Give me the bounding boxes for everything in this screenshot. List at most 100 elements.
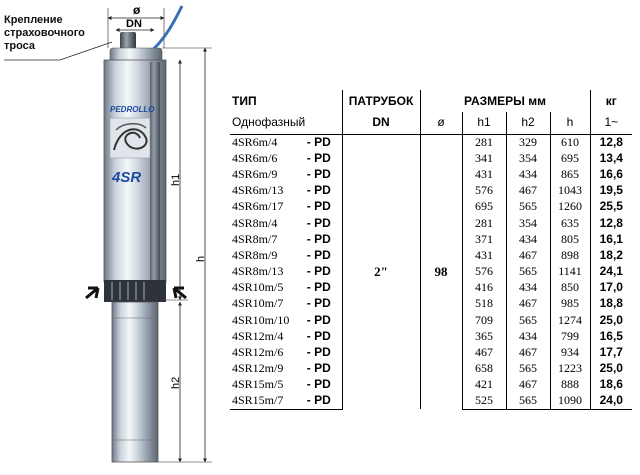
cell-h2: 354 <box>505 150 550 167</box>
cell-h2: 467 <box>505 344 550 361</box>
cell-h1: 365 <box>461 328 506 345</box>
cell-suffix: - PD <box>296 198 343 215</box>
cell-model: 4SR10m/10 <box>232 312 290 327</box>
cell-h1: 525 <box>461 393 506 410</box>
cell-suffix: - PD <box>296 150 343 167</box>
diameter-symbol: ø <box>133 3 141 17</box>
header-outlet-dn: DN <box>342 112 421 135</box>
cell-h1: 518 <box>461 295 506 313</box>
header-diameter: ø <box>420 112 462 135</box>
cell-suffix: - PD <box>296 182 343 199</box>
cell-h2: 467 <box>505 295 550 313</box>
cell-h2: 354 <box>505 214 550 232</box>
header-h: h <box>549 112 591 135</box>
cell-h: 1090 <box>549 393 591 410</box>
cell-h1: 576 <box>461 263 506 280</box>
cell-h1: 431 <box>461 247 506 264</box>
power-cable <box>149 5 184 54</box>
cell-model: 4SR6m/9 <box>232 166 278 181</box>
cell-weight: 19,5 <box>599 183 623 198</box>
table-header-row-2: Однофазный DN ø h1 h2 h 1~ <box>230 112 633 135</box>
brand-logo: PEDROLLO <box>110 105 155 114</box>
cell-suffix: - PD <box>296 134 343 151</box>
cell-suffix: - PD <box>296 263 343 280</box>
cell-h1: 695 <box>461 198 506 215</box>
cell-h1: 416 <box>461 279 506 296</box>
cell-suffix: - PD <box>296 312 343 329</box>
intake-screen <box>104 280 166 302</box>
cell-h: 1043 <box>549 182 591 199</box>
cell-weight: 16,6 <box>599 166 623 181</box>
cell-h: 888 <box>549 376 591 393</box>
cell-suffix: - PD <box>296 214 343 232</box>
inflow-arrow-left <box>85 286 100 300</box>
cell-weight: 18,6 <box>599 377 623 392</box>
cell-h2: 565 <box>505 263 550 280</box>
cell-h1: 421 <box>461 376 506 393</box>
cell-model: 4SR12m/9 <box>232 361 284 376</box>
cell-model: 4SR12m/6 <box>232 345 284 360</box>
cell-h1: 371 <box>461 231 506 248</box>
cell-h2: 467 <box>505 247 550 264</box>
cell-weight: 17,0 <box>599 280 623 295</box>
cell-suffix: - PD <box>296 166 343 183</box>
cell-h: 799 <box>549 328 591 345</box>
cell-weight: 16,5 <box>599 328 623 343</box>
cell-h: 850 <box>549 279 591 296</box>
cell-suffix: - PD <box>296 376 343 393</box>
cell-suffix: - PD <box>296 393 343 410</box>
cell-weight: 25,0 <box>599 312 623 327</box>
cell-model: 4SR8m/7 <box>232 231 278 246</box>
cell-h: 898 <box>549 247 591 264</box>
cell-h2: 329 <box>505 134 550 151</box>
cell-model: 4SR12m/4 <box>232 328 284 343</box>
cell-h2: 434 <box>505 328 550 345</box>
cell-model: 4SR10m/5 <box>232 280 284 295</box>
h-label: h <box>195 256 207 262</box>
cell-h2: 565 <box>505 393 550 410</box>
cell-h1: 281 <box>461 214 506 232</box>
cell-h: 610 <box>549 134 591 151</box>
header-h2: h2 <box>505 112 550 135</box>
pump-illustration: ø DN PEDROLLO 4SR <box>4 3 212 463</box>
cell-model: 4SR6m/13 <box>232 183 284 198</box>
cell-weight: 17,7 <box>599 345 623 360</box>
cell-outlet-dn: 2" <box>342 134 421 410</box>
rope-leader-line <box>4 41 113 61</box>
cell-weight: 18,8 <box>599 296 623 311</box>
cell-h: 1260 <box>549 198 591 215</box>
cell-h1: 341 <box>461 150 506 167</box>
cell-suffix: - PD <box>296 247 343 264</box>
cell-model: 4SR6m/17 <box>232 199 284 214</box>
cell-h2: 565 <box>505 312 550 329</box>
cell-suffix: - PD <box>296 344 343 361</box>
header-weight: кг <box>605 93 617 108</box>
cell-h2: 565 <box>505 198 550 215</box>
h2-label: h2 <box>170 377 182 389</box>
model-badge: 4SR <box>111 169 141 186</box>
header-outlet: ПАТРУБОК <box>342 90 421 112</box>
cell-h1: 709 <box>461 312 506 329</box>
header-phase: Однофазный <box>230 112 343 135</box>
cell-diameter: 98 <box>434 264 448 280</box>
cell-h: 635 <box>549 214 591 232</box>
cell-suffix: - PD <box>296 328 343 345</box>
cell-h2: 565 <box>505 360 550 377</box>
cell-weight: 12,8 <box>599 215 623 230</box>
cell-weight: 24,1 <box>599 264 623 279</box>
cell-suffix: - PD <box>296 295 343 313</box>
cell-model: 4SR8m/13 <box>232 264 284 279</box>
